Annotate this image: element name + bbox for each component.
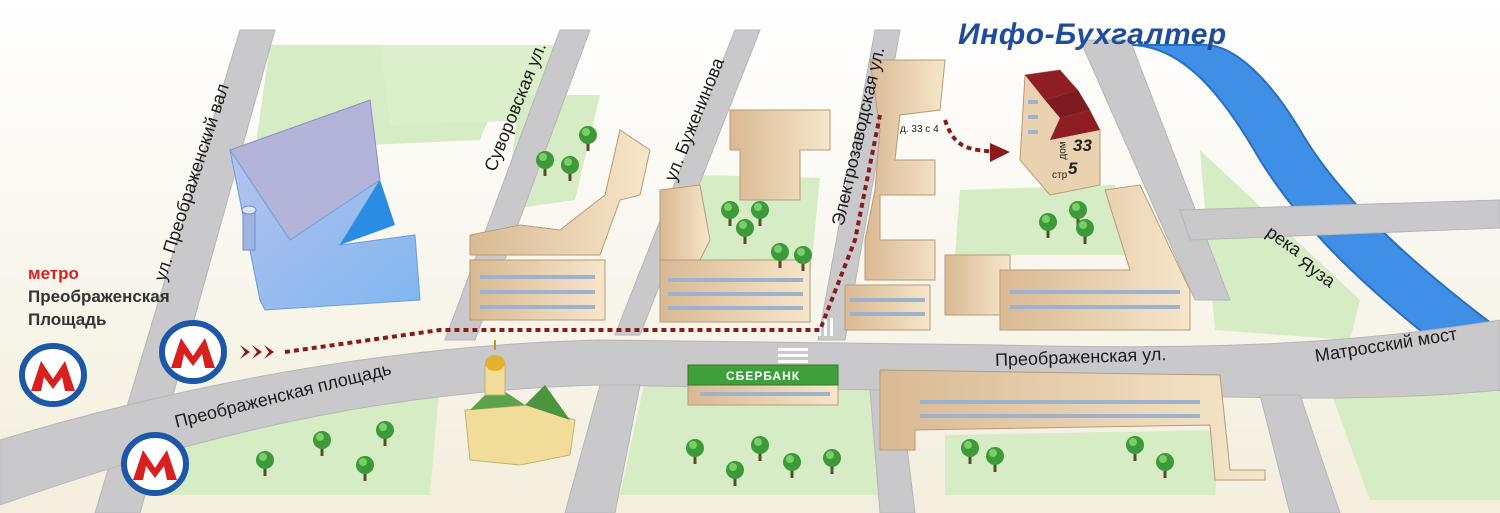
metro-logo-icon xyxy=(19,320,227,496)
tree-icon xyxy=(1069,201,1087,226)
sberbank-label: СБЕРБАНК xyxy=(725,369,801,383)
building-block-3 xyxy=(729,109,831,201)
walking-route xyxy=(284,114,1001,354)
brand-title: Инфо-Бухгалтер xyxy=(958,18,1227,51)
target-building xyxy=(1019,69,1101,196)
tree-icon xyxy=(751,201,769,226)
tree-icon xyxy=(1076,219,1094,244)
tree-icon xyxy=(986,447,1004,472)
tree-icon xyxy=(726,461,744,486)
sberbank-sign xyxy=(687,364,839,386)
road-south-1 xyxy=(564,384,641,513)
tree-icon xyxy=(579,126,597,151)
tree-icon xyxy=(356,456,374,481)
building-block-6 xyxy=(944,254,1011,316)
tree-icon xyxy=(313,431,331,456)
target-dom-word: дом xyxy=(1057,141,1069,160)
church-icon xyxy=(464,340,576,466)
road-buzheninova xyxy=(614,29,761,336)
park-south-east xyxy=(945,430,1220,495)
metro-label: метро Преображенская Площадь xyxy=(28,262,170,331)
tree-icon xyxy=(536,151,554,176)
tree-icon xyxy=(686,439,704,464)
glass-building xyxy=(229,99,421,311)
metro-station-line1: Преображенская xyxy=(28,287,170,306)
tree-icon xyxy=(1156,453,1174,478)
tree-icon xyxy=(376,421,394,446)
tree-icon xyxy=(783,453,801,478)
tree-icon xyxy=(721,201,739,226)
tree-icon xyxy=(751,436,769,461)
crosswalk-icon xyxy=(778,318,833,363)
metro-word: метро xyxy=(28,264,79,283)
building-block-2-front xyxy=(659,259,811,323)
windows xyxy=(480,275,1200,418)
tree-icon xyxy=(1039,213,1057,238)
road-main-avenue xyxy=(0,319,1500,506)
park-riverbank xyxy=(1200,150,1360,340)
trees xyxy=(256,126,1174,486)
target-dom-number: 33 xyxy=(1073,136,1092,155)
route-line-1 xyxy=(284,114,882,354)
tree-icon xyxy=(771,243,789,268)
tree-icon xyxy=(961,439,979,464)
building-block-4 xyxy=(844,284,931,331)
building-long-south xyxy=(879,369,1266,481)
tree-icon xyxy=(736,219,754,244)
road-south-east xyxy=(1259,394,1341,513)
building-block-1 xyxy=(469,129,651,256)
building-block-2 xyxy=(659,184,711,266)
park-north xyxy=(380,45,560,125)
road-east-branch xyxy=(1179,199,1500,241)
metro-station-line2: Площадь xyxy=(28,310,107,329)
route-arrow-icon xyxy=(240,143,1010,359)
tree-icon xyxy=(561,156,579,181)
park-far-right xyxy=(1330,390,1500,500)
building-block-5 xyxy=(864,59,946,281)
tree-icon xyxy=(1126,436,1144,461)
target-str-number: 5 xyxy=(1068,159,1078,178)
tree-icon xyxy=(794,246,812,271)
tree-icon xyxy=(256,451,274,476)
tree-icon xyxy=(823,449,841,474)
park-south-mid xyxy=(620,380,880,495)
house-33-4-label: д. 33 с 4 xyxy=(900,124,939,135)
target-str-word: стр xyxy=(1052,170,1068,181)
